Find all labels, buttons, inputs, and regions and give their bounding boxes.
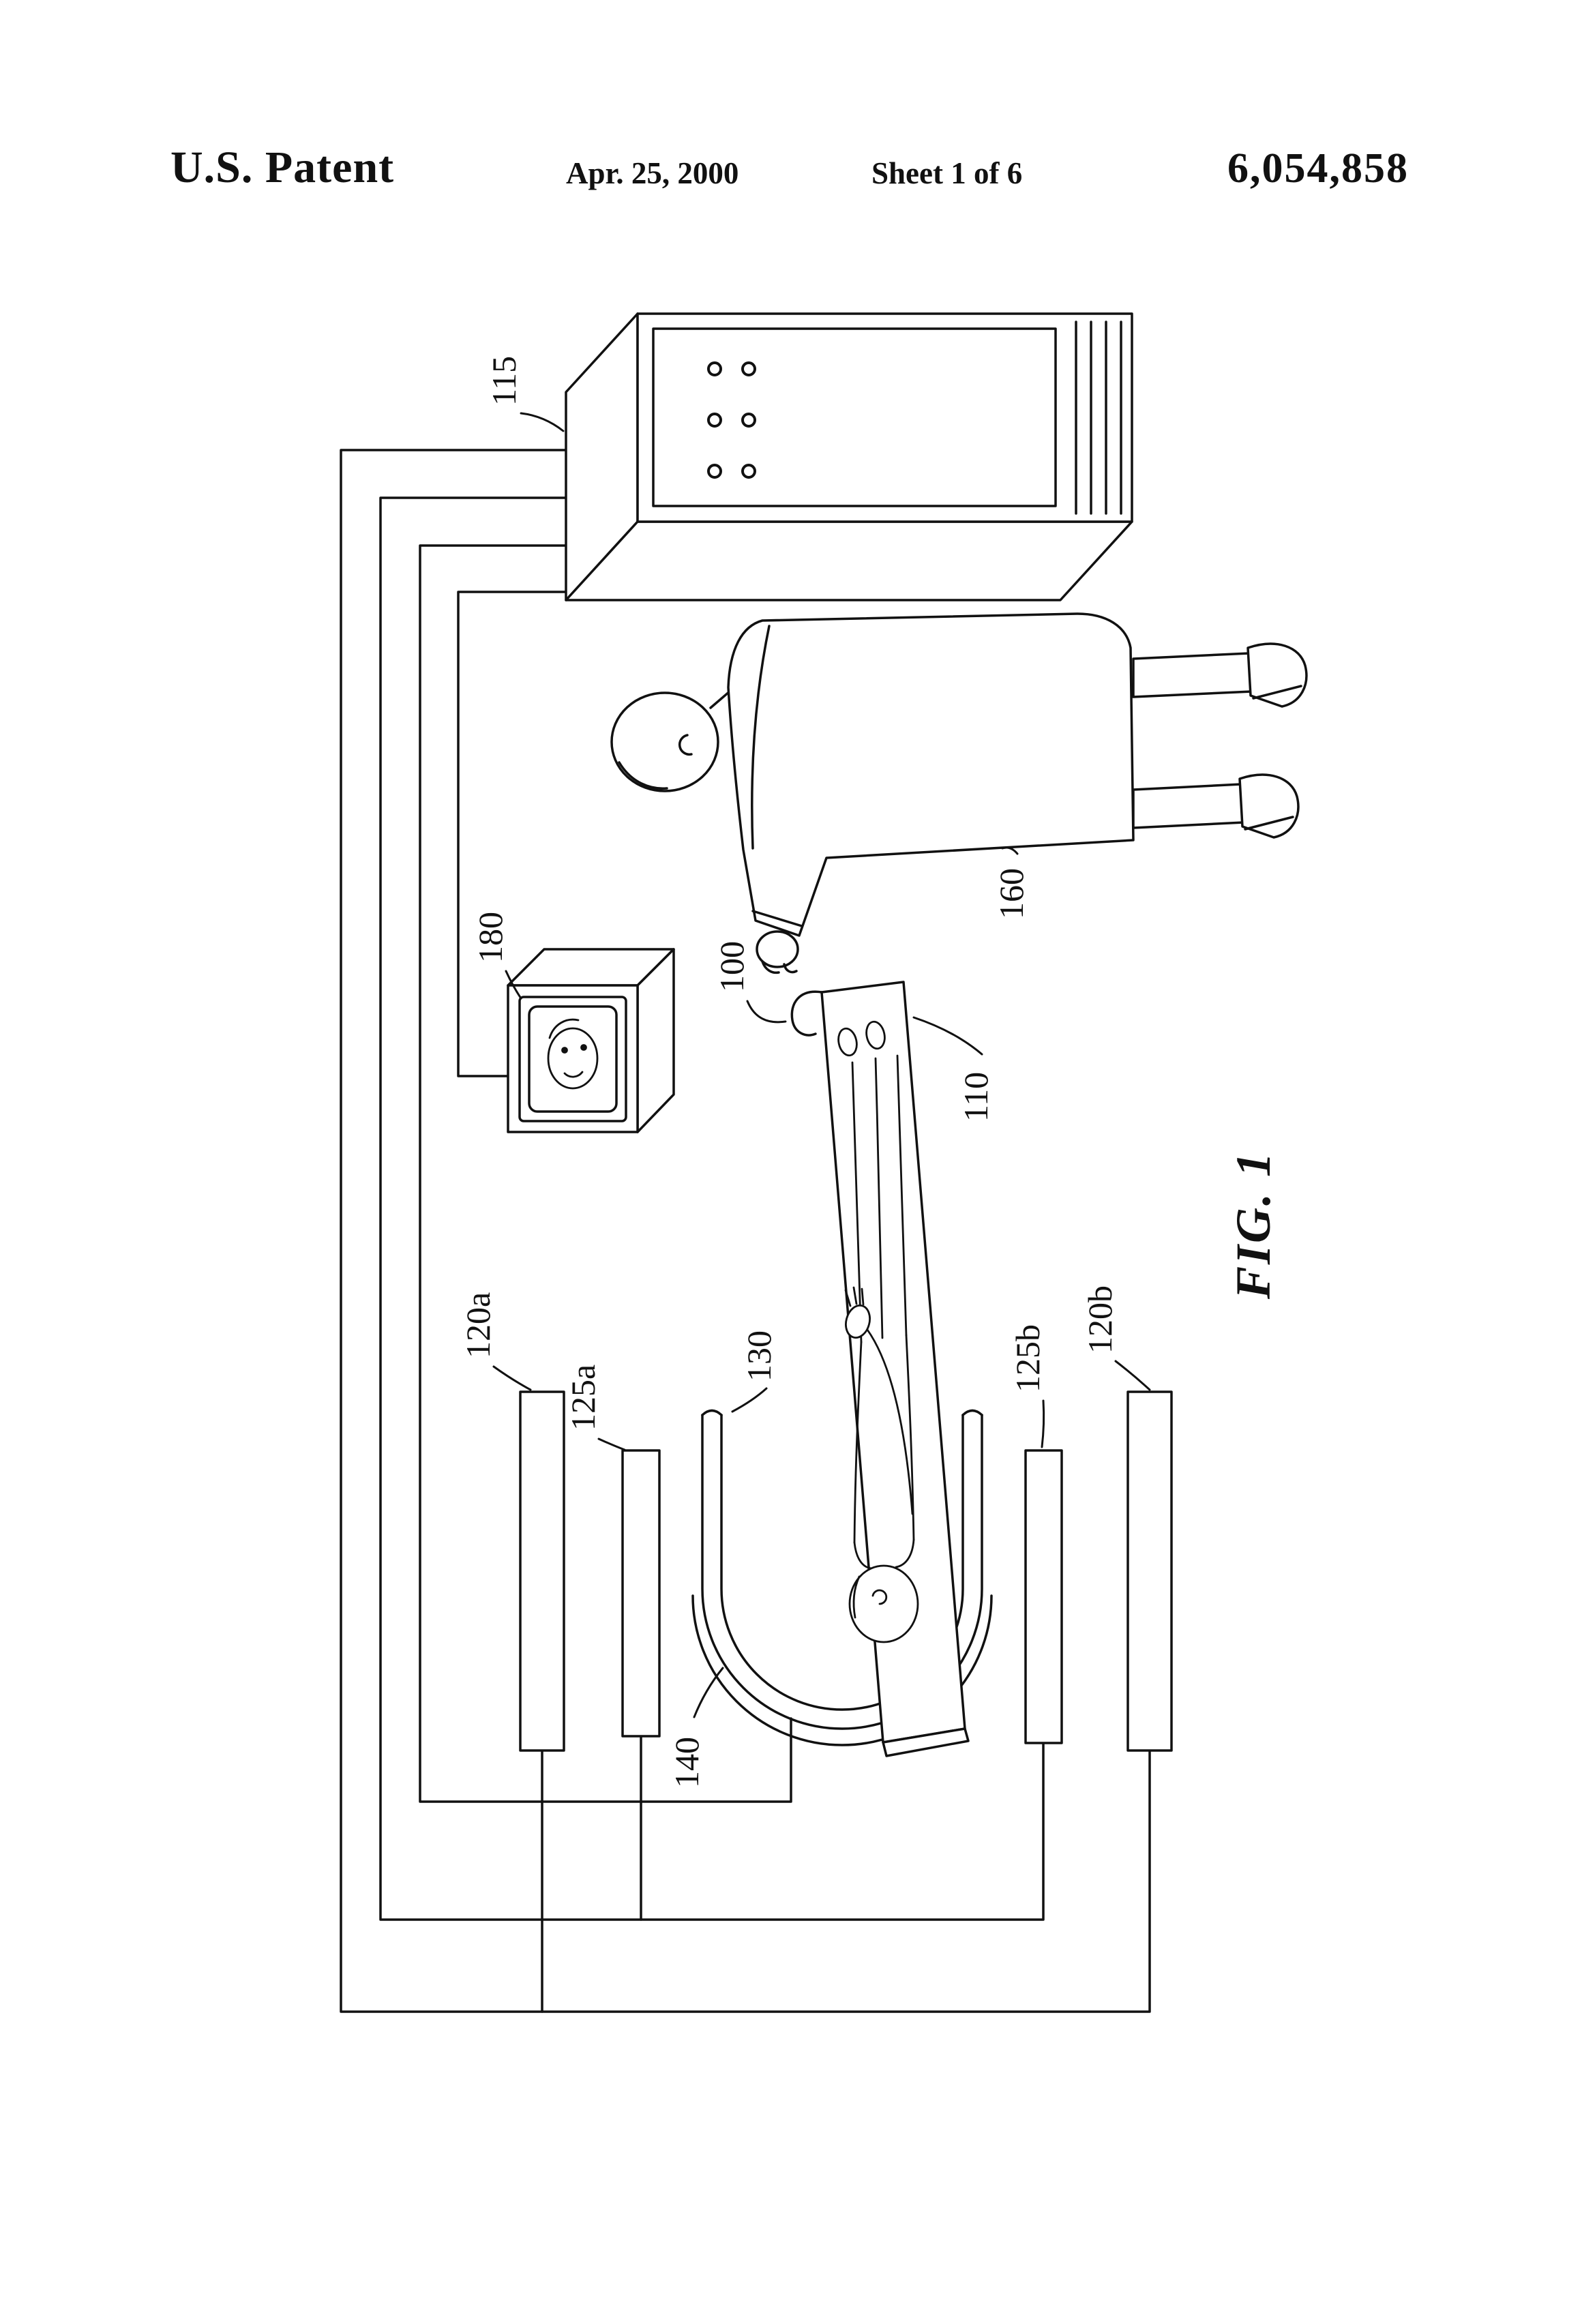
label-180: 180 <box>471 912 509 963</box>
operator-head <box>610 691 719 792</box>
control-console <box>565 312 1133 601</box>
patient-arm <box>866 1328 914 1515</box>
magnet-rim-right <box>961 1409 983 1416</box>
cable-monitor <box>457 591 569 1077</box>
operator-ear <box>678 734 693 756</box>
operator-hand <box>756 930 799 968</box>
operator-gown <box>727 612 1135 937</box>
leader-160 <box>1001 846 1019 855</box>
control-knobs <box>707 361 756 479</box>
coil-set <box>519 1390 1173 1752</box>
screen-face <box>547 1018 599 1090</box>
patient-torso-left <box>853 1341 863 1544</box>
operator-neck <box>709 690 731 709</box>
header-sheet-number: Sheet 1 of 6 <box>871 156 1023 190</box>
gown-seam <box>751 625 771 850</box>
patient-hand <box>845 1305 871 1339</box>
shoe-1-sole <box>1252 685 1302 700</box>
header-patent-number: 6,054,858 <box>1227 145 1409 192</box>
label-140: 140 <box>668 1737 706 1788</box>
magnet-rim-left <box>701 1409 723 1416</box>
operator-figure <box>610 612 1308 974</box>
operator-shoe-2 <box>1238 773 1300 839</box>
leader-140 <box>693 1667 724 1718</box>
reference-numerals: 115 160 180 100 110 120a 125a 130 125b 1… <box>459 356 1281 1788</box>
table-footboard <box>790 990 823 1037</box>
leader-125b <box>1041 1399 1045 1448</box>
coil-120b <box>1126 1390 1173 1752</box>
patient-head <box>848 1564 919 1643</box>
cable-outer <box>340 449 1151 2013</box>
vent-grille <box>1075 321 1122 515</box>
leader-100 <box>746 1000 787 1024</box>
leader-120b <box>1114 1360 1151 1391</box>
leader-110 <box>912 1016 983 1056</box>
label-100: 100 <box>713 941 751 992</box>
label-125a: 125a <box>564 1365 602 1431</box>
operator-chin-line <box>618 761 668 790</box>
console-bottom-face <box>565 520 1133 601</box>
console-panel-inset <box>652 327 1057 507</box>
cable-mid <box>379 496 1045 1921</box>
patient-foot-right <box>865 1020 886 1050</box>
leader-120a <box>492 1365 532 1391</box>
operator-fingers <box>761 960 798 974</box>
label-115: 115 <box>485 356 523 406</box>
label-120b: 120b <box>1081 1285 1119 1354</box>
operator-leg-1 <box>1132 652 1253 698</box>
operator-leg-2 <box>1132 783 1245 829</box>
gown-cuff <box>751 910 803 927</box>
figure-caption: FIG. 1 <box>1226 1150 1281 1300</box>
label-160: 160 <box>992 868 1030 919</box>
shoe-2-sole <box>1244 816 1294 831</box>
coil-125a <box>621 1449 661 1738</box>
patient-hair <box>852 1575 861 1619</box>
header-title: U.S. Patent <box>170 143 395 192</box>
leader-lines <box>492 412 1151 1718</box>
coil-125b <box>1024 1449 1063 1744</box>
label-120a: 120a <box>459 1292 497 1358</box>
magnet-outer-wall <box>701 1414 983 1730</box>
table-end-face <box>882 1727 970 1757</box>
leader-115 <box>520 412 565 432</box>
monitor-bezel <box>518 996 627 1122</box>
coil-120a <box>519 1390 565 1752</box>
patient-foot-left <box>837 1027 858 1057</box>
patient-ear <box>871 1589 888 1605</box>
cable-magnet <box>419 544 792 1803</box>
header-date: Apr. 25, 2000 <box>566 156 739 190</box>
operator-shoe-1 <box>1247 642 1308 708</box>
label-125b: 125b <box>1009 1324 1047 1392</box>
patient-fingers <box>844 1286 865 1307</box>
patient-table <box>790 981 970 1757</box>
display-monitor <box>507 948 675 1133</box>
label-110: 110 <box>957 1072 995 1122</box>
leader-180 <box>505 970 522 1000</box>
monitor-screen <box>528 1005 618 1113</box>
magnet-shell <box>691 1594 993 1746</box>
leader-125a <box>597 1437 626 1451</box>
patient-figure <box>837 1020 919 1643</box>
label-130: 130 <box>740 1330 778 1382</box>
console-front-panel <box>636 312 1133 523</box>
cable-bundle <box>340 449 1151 2013</box>
leader-130 <box>731 1387 768 1413</box>
